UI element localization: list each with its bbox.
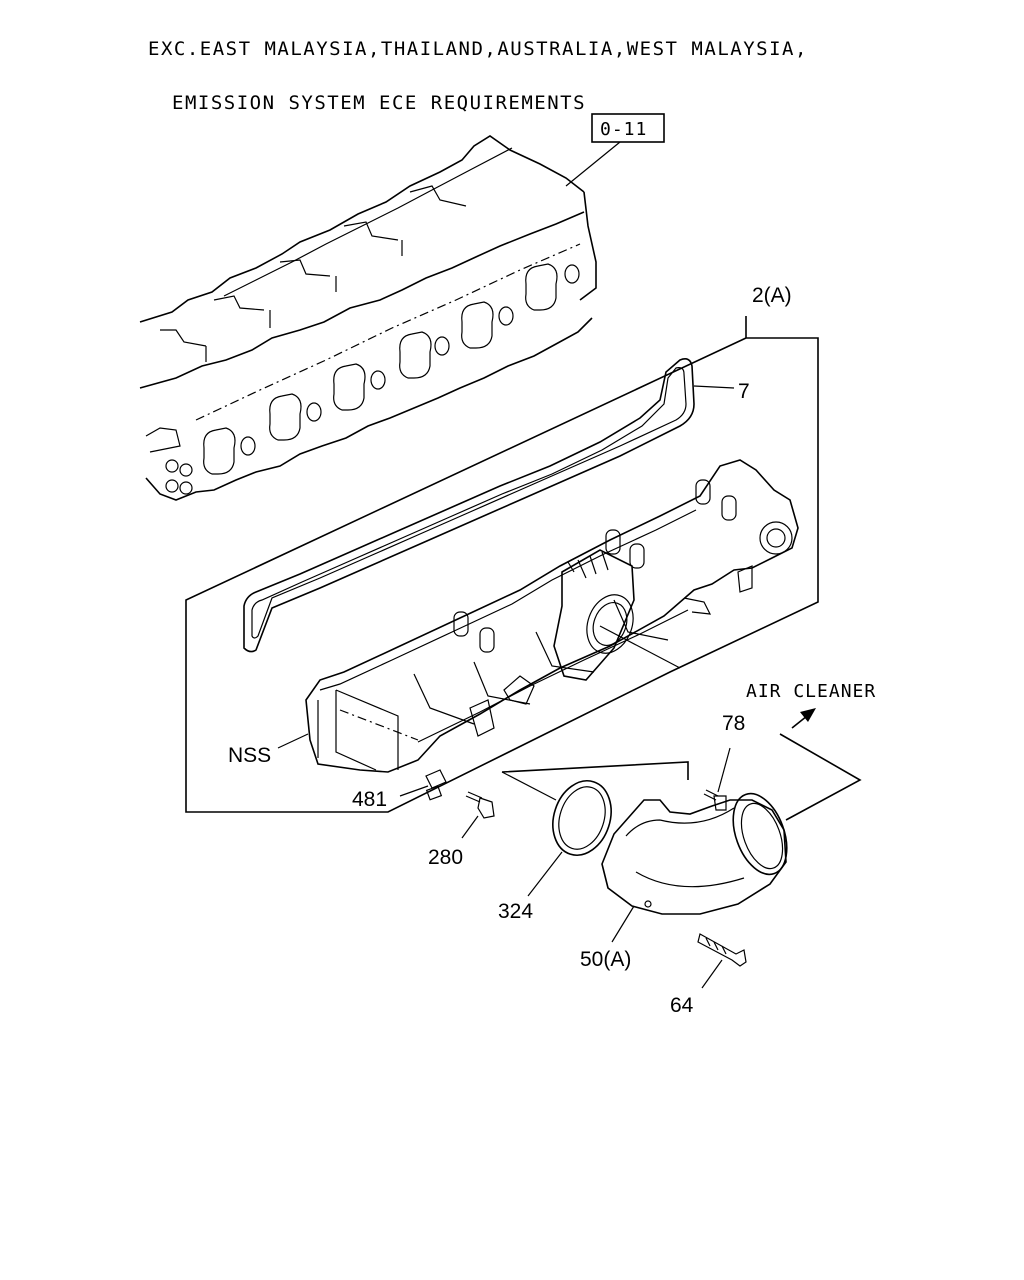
leader-refbox: [565, 141, 621, 187]
o-ring-324: [552, 780, 612, 856]
callout-64[interactable]: 64: [670, 994, 694, 1017]
reference-box[interactable]: 0-11: [591, 113, 665, 143]
bolt-280: [465, 791, 495, 819]
cylinder-head: [139, 135, 597, 501]
manifold-gasket: [243, 358, 695, 653]
leader-to-oring: [501, 771, 557, 801]
header-line-2: EMISSION SYSTEM ECE REQUIREMENTS: [172, 92, 587, 114]
air-cleaner-label[interactable]: AIR CLEANER: [746, 681, 876, 702]
leader-64: [701, 959, 723, 989]
leader-nss: [277, 733, 309, 749]
leader-7: [693, 385, 735, 389]
callout-78[interactable]: 78: [722, 712, 745, 735]
leader-50a: [611, 905, 635, 943]
arrow-up-right-icon: [791, 708, 816, 729]
header-line-1: EXC.EAST MALAYSIA,THAILAND,AUSTRALIA,WES…: [148, 38, 808, 60]
diagram-header: EXC.EAST MALAYSIA,THAILAND,AUSTRALIA,WES…: [148, 4, 808, 148]
callout-nss[interactable]: NSS: [228, 744, 271, 767]
reference-box-label: 0-11: [600, 119, 647, 140]
callout-7[interactable]: 7: [738, 380, 750, 403]
callout-2a[interactable]: 2(A): [752, 284, 792, 307]
hose-bracket-lines: [501, 733, 862, 821]
leader-324: [527, 851, 563, 897]
leader-280: [461, 815, 479, 839]
stud-64: [697, 933, 747, 967]
assembly-frame: [185, 316, 819, 813]
callout-50a[interactable]: 50(A): [580, 948, 631, 971]
callout-280[interactable]: 280: [428, 846, 463, 869]
callout-481[interactable]: 481: [352, 788, 387, 811]
intake-pipe-50a: [601, 792, 788, 915]
plug-481: [425, 769, 447, 801]
leader-481: [399, 785, 429, 797]
leader-78: [717, 747, 731, 793]
callout-324[interactable]: 324: [498, 900, 533, 923]
intake-manifold: [305, 459, 799, 773]
